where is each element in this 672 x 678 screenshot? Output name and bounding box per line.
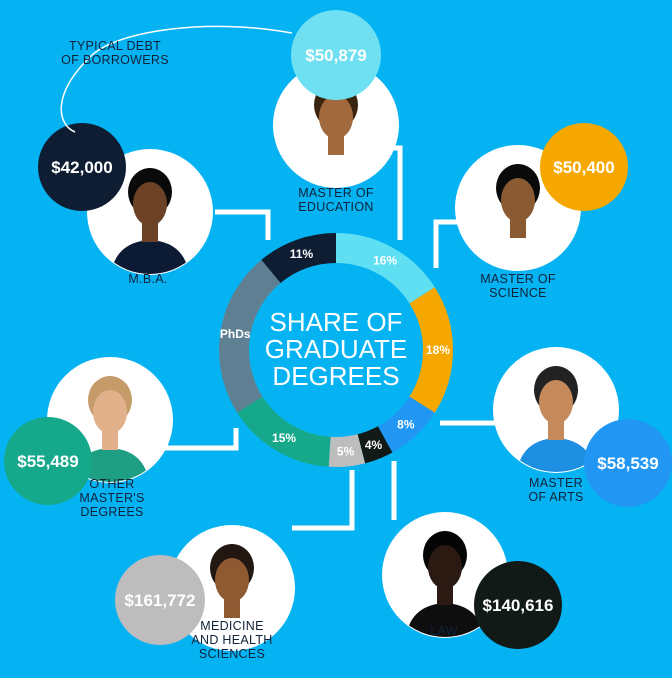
- segment-label: 11%: [290, 247, 314, 261]
- person-label: MASTER: [529, 476, 583, 490]
- person-label: SCIENCES: [199, 647, 265, 661]
- debt-badge: [540, 123, 628, 211]
- donut-segment: [357, 426, 393, 464]
- donut-segment: [377, 396, 435, 453]
- person-label: M.B.A.: [128, 272, 167, 286]
- person-label: OF ARTS: [528, 490, 583, 504]
- debt-badge: [584, 419, 672, 507]
- chart-title-line-1: SHARE OF: [270, 307, 403, 337]
- segment-label: 8%: [397, 417, 415, 431]
- debt-amount: $55,489: [17, 452, 78, 471]
- debt-badge: [4, 417, 92, 505]
- donut-segment: [261, 233, 337, 284]
- debt-amount: $50,879: [305, 46, 366, 65]
- person-label: SCIENCE: [489, 286, 547, 300]
- connector-line: [292, 470, 355, 531]
- debt-badge: [38, 123, 126, 211]
- donut-segment: [409, 287, 453, 413]
- debt-amount: $58,539: [597, 454, 658, 473]
- person-label: DEGREES: [80, 505, 143, 519]
- legend-note-line-1: TYPICAL DEBT: [69, 39, 161, 53]
- segment-label: 15%: [272, 431, 296, 445]
- donut-segment: [335, 233, 435, 304]
- donut-segment: [219, 259, 281, 413]
- person-label: AND HEALTH: [191, 633, 272, 647]
- person-label: EDUCATION: [298, 200, 373, 214]
- donut-segment: [237, 396, 332, 467]
- connector-line: [433, 219, 458, 268]
- connector-line: [158, 428, 239, 451]
- person-law: LAW $140,616: [382, 512, 562, 649]
- person-label: MASTER OF: [298, 186, 374, 200]
- person-mba: M.B.A. $42,000: [38, 123, 213, 286]
- debt-amount: $161,772: [125, 591, 196, 610]
- debt-badge: [115, 555, 205, 645]
- legend-note-line-2: OF BORROWERS: [61, 53, 169, 67]
- person-label: MASTER OF: [480, 272, 556, 286]
- person-label: OTHER: [89, 477, 134, 491]
- debt-badge: [474, 561, 562, 649]
- chart-title-line-3: DEGREES: [272, 361, 399, 391]
- person-label: LAW: [430, 624, 458, 638]
- donut-segment: [328, 434, 366, 467]
- donut-ring: 16% 18% 8% 4% 5% 15% PhDs 11%: [219, 233, 453, 467]
- debt-badge: [291, 10, 381, 100]
- segment-label: 5%: [337, 445, 355, 459]
- connector-line: [215, 209, 271, 240]
- segment-label: 18%: [426, 343, 450, 357]
- person-label: MASTER'S: [79, 491, 144, 505]
- debt-amount: $140,616: [483, 596, 554, 615]
- debt-amount: $42,000: [51, 158, 112, 177]
- segment-label: 16%: [373, 254, 397, 268]
- chart-title-line-2: GRADUATE: [265, 334, 408, 364]
- debt-amount: $50,400: [553, 158, 614, 177]
- legend-note-curve: [60, 25, 293, 133]
- segment-label: 4%: [365, 438, 383, 452]
- person-label: MEDICINE: [200, 619, 264, 633]
- segment-label: PhDs: [220, 327, 251, 341]
